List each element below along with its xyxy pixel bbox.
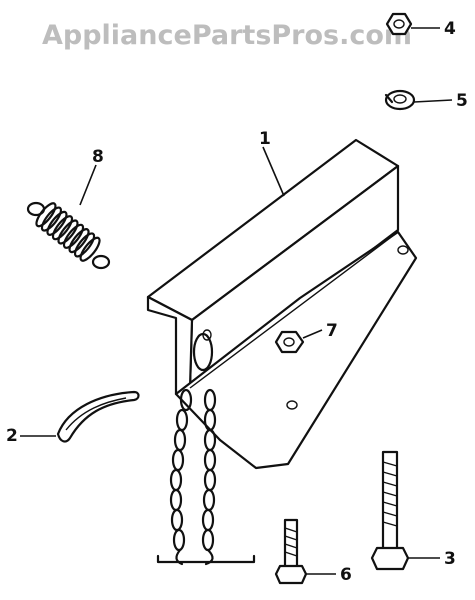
callout-8: 8 xyxy=(92,147,104,167)
callout-2: 2 xyxy=(6,426,18,446)
part-3-long-bolt[interactable]: 3 xyxy=(370,450,456,571)
watermark-text: AppliancePartsPros.com xyxy=(42,20,412,51)
part-5-lock-washer[interactable]: 5 xyxy=(384,89,468,111)
callout-7: 7 xyxy=(326,321,338,341)
part-8-spring[interactable]: 8 xyxy=(26,147,111,270)
callout-6: 6 xyxy=(340,565,352,585)
part-6-short-bolt[interactable]: 6 xyxy=(274,518,352,585)
part-4-hex-nut[interactable]: 4 xyxy=(385,12,456,39)
chain-assembly xyxy=(156,332,256,566)
part-1-bracket[interactable]: 1 xyxy=(146,129,418,470)
part-2-cotter-pin[interactable]: 2 xyxy=(6,390,140,446)
callout-1: 1 xyxy=(259,129,271,149)
part-7-nut[interactable]: 7 xyxy=(274,321,338,354)
callout-4: 4 xyxy=(444,19,456,39)
callout-3: 3 xyxy=(444,549,456,569)
callout-5: 5 xyxy=(456,91,468,111)
